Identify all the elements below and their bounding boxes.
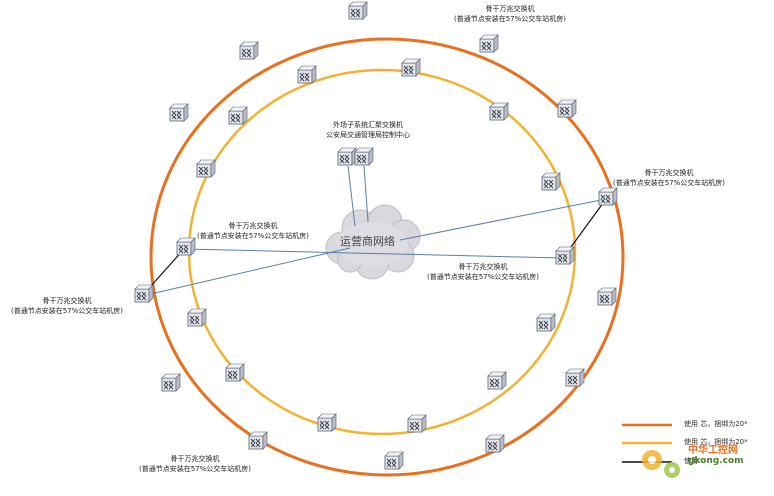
switch-icon [597,287,617,306]
link-line [363,165,369,223]
switch-icon [161,373,181,392]
top-switch-label: 骨干万兆交换机(普通节点安装在57%公交车站机房) [453,5,567,23]
link-line [141,247,351,297]
switch-icon [317,413,337,432]
switch-icon [169,103,189,122]
link-line [347,165,356,227]
left-inner-switch-label: 骨干万兆交换机(普通节点安装在57%公交车站机房) [196,222,310,240]
aggregation-switch-icon [337,147,357,166]
cloud-label: 运营商网络 [340,235,395,248]
switch-icon [489,102,509,121]
bottom-switch-label: 骨干万兆交换机(普通节点安装在57%公交车站机房) [138,455,252,473]
switch-icon [228,106,248,125]
left-switch-label: 骨干万兆交换机(普通节点安装在57%公交车站机房) [10,297,124,315]
watermark-top: 中华工控网 [688,445,738,456]
switch-icon [297,65,317,84]
switch-icon [187,308,207,327]
switch-icon [536,313,556,332]
switch-icon [557,99,577,118]
legend-text-black: 使用 [684,457,698,465]
watermark-bottom: gkong.com [688,456,744,466]
switch-icon [565,368,585,387]
switch-icon [485,434,505,453]
switch-icon [384,451,404,470]
switch-icon [225,363,245,382]
switch-icon [598,187,618,206]
switch-icon [134,284,154,303]
link-line [183,248,564,259]
link-line [399,198,607,241]
right-inner-switch-label: 骨干万兆交换机(普通节点安装在57%公交车站机房) [426,263,540,281]
legend-text-outer: 使用 芯，捆绑为20* [684,420,748,428]
switch-icon [407,414,427,433]
center-switch-label: 外场子系统汇聚交换机公安局交通管理局控制中心 [326,121,410,139]
switch-icon [239,41,259,60]
legend-text-inner: 使用 芯，捆绑为20* [684,438,748,446]
aggregation-switch-icon [354,147,374,166]
gear-icon [642,450,680,478]
switch-icon [479,34,499,53]
switch-icon [555,246,575,265]
outer-ring [149,37,625,477]
switch-icon [401,58,421,77]
switch-icon [541,172,561,191]
right-switch-label: 骨干万兆交换机(普通节点安装在57%公交车站机房) [612,169,726,187]
switch-icon [248,431,268,450]
switch-icon [348,1,368,20]
switch-icon [487,371,507,390]
switch-icon [196,159,216,178]
